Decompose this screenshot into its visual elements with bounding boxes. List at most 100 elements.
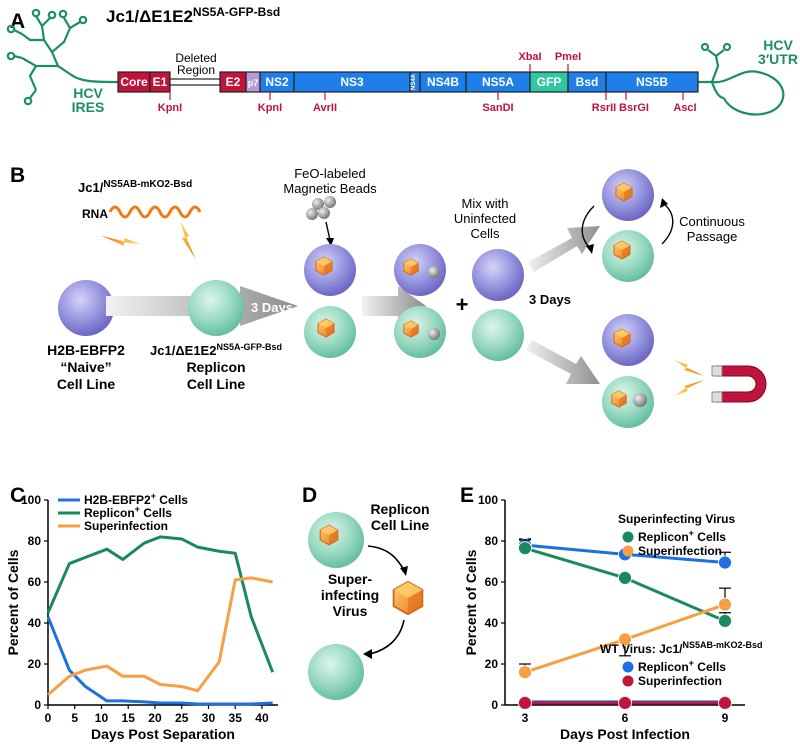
lightning-bolt-icon bbox=[674, 380, 704, 396]
passage-arrow bbox=[661, 203, 674, 245]
restriction-sites bbox=[169, 64, 684, 100]
arrowhead bbox=[660, 198, 668, 208]
bead-icon bbox=[428, 266, 440, 278]
legend-marker-4 bbox=[622, 675, 634, 687]
site-bsrgi: BsrGI bbox=[619, 102, 649, 114]
data-point bbox=[718, 614, 732, 628]
naive-cell bbox=[58, 280, 114, 336]
arrow bbox=[367, 545, 405, 571]
x-tick-label: 25 bbox=[175, 711, 189, 725]
panel-d-letter: D bbox=[302, 484, 317, 507]
arrow-down-right bbox=[526, 340, 600, 384]
uninfected-naive-cell bbox=[472, 249, 524, 301]
panel-e-letter: E bbox=[460, 484, 474, 507]
replicon-label-2: Replicon bbox=[186, 359, 245, 375]
site-sandi: SanDI bbox=[482, 102, 513, 114]
legend-label-1: Replicon+ Cells bbox=[84, 504, 172, 520]
x-tick-label: 35 bbox=[229, 711, 243, 725]
replicon-label-2: Cell Line bbox=[371, 517, 430, 533]
virus-icon bbox=[403, 320, 419, 338]
x-tick-label: 0 bbox=[45, 711, 52, 725]
x-axis-label: Days Post Infection bbox=[560, 726, 690, 742]
site-avrii: AvrII bbox=[313, 102, 337, 114]
virus-label-1: Super- bbox=[328, 571, 373, 587]
x-tick-label: 30 bbox=[202, 711, 216, 725]
arrowhead bbox=[400, 566, 408, 576]
data-point bbox=[718, 696, 732, 710]
naive-label-2: “Naive” bbox=[60, 359, 111, 375]
virus-icon bbox=[615, 182, 633, 202]
x-tick-label: 40 bbox=[255, 711, 269, 725]
legend-label-0: H2B-EBFP2+ Cells bbox=[84, 491, 188, 507]
y-tick-label: 100 bbox=[478, 493, 498, 507]
utr-label-1: HCV bbox=[763, 37, 793, 53]
site-asci: AscI bbox=[673, 102, 696, 114]
lightning-bolt-icon bbox=[674, 360, 704, 376]
plus-sign: + bbox=[456, 292, 469, 317]
data-point bbox=[618, 696, 632, 710]
virus-icon bbox=[611, 390, 627, 408]
y-axis-label: Percent of Cells bbox=[5, 549, 21, 655]
rna-label: RNA bbox=[82, 207, 108, 221]
lightning-bolt-icon bbox=[168, 221, 208, 259]
legend-label-4: Superinfection bbox=[638, 674, 722, 688]
y-tick-label: 40 bbox=[485, 616, 499, 630]
data-point bbox=[618, 632, 632, 647]
beads-label-1: FeO-labeled bbox=[294, 166, 366, 181]
arrowhead bbox=[326, 238, 334, 246]
bead-icon bbox=[428, 328, 440, 340]
bead-icon bbox=[633, 393, 647, 407]
legend-label-1: Replicon+ Cells bbox=[638, 528, 726, 544]
x-tick-label: 3 bbox=[522, 711, 529, 725]
panel-b-letter: B bbox=[10, 164, 25, 187]
panel-d: D Replicon Cell Line Super- infecting Vi… bbox=[302, 484, 430, 700]
virus-icon bbox=[319, 524, 339, 546]
panel-a: A Jc1/ΔE1E2NS5A-GFP-Bsd HCV IRES bbox=[6, 5, 798, 116]
seg-core: Core bbox=[120, 75, 148, 89]
virus-label-2: infecting bbox=[321, 587, 379, 603]
virus-icon bbox=[403, 258, 419, 276]
panel-c-letter: C bbox=[10, 484, 25, 507]
superinfecting-virus-icon bbox=[392, 580, 424, 616]
replicon-label-1: Replicon bbox=[370, 501, 429, 517]
legend-marker-3 bbox=[622, 661, 634, 673]
y-tick-label: 20 bbox=[485, 657, 499, 671]
panel-a-letter: A bbox=[10, 10, 25, 33]
replicon-label-3: Cell Line bbox=[187, 376, 246, 392]
arrowhead bbox=[363, 649, 372, 659]
arrowhead bbox=[586, 244, 594, 254]
virus-icon bbox=[315, 256, 333, 276]
seg-ns4a: NS4A bbox=[411, 73, 417, 90]
data-point bbox=[618, 571, 632, 585]
replicon-cell bbox=[188, 280, 244, 336]
series-line-2 bbox=[47, 576, 273, 696]
y-axis-label: Percent of Cells bbox=[463, 549, 479, 655]
construct-title: Jc1/ΔE1E2NS5A-GFP-Bsd bbox=[106, 5, 280, 26]
legend-marker-1 bbox=[622, 531, 634, 543]
y-tick-label: 40 bbox=[28, 616, 42, 630]
x-tick-label: 20 bbox=[148, 711, 162, 725]
virus-icon bbox=[613, 240, 631, 260]
uninfected-replicon-cell bbox=[472, 309, 524, 361]
seg-ns2: NS2 bbox=[265, 75, 289, 89]
arrow-down bbox=[325, 221, 331, 241]
data-point bbox=[718, 555, 732, 570]
superinfected-cell bbox=[308, 644, 364, 700]
y-tick-label: 0 bbox=[491, 698, 498, 712]
seg-gfp: GFP bbox=[537, 75, 562, 89]
ires-label-2: IRES bbox=[72, 99, 105, 115]
passage-arrow bbox=[581, 205, 595, 249]
legend-group-2: WT Virus: Jc1/NS5AB-mKO2-Bsd bbox=[600, 640, 763, 656]
y-tick-label: 60 bbox=[485, 575, 499, 589]
data-point bbox=[518, 665, 532, 680]
legend-group-1: Superinfecting Virus bbox=[618, 512, 735, 526]
beads-label-2: Magnetic Beads bbox=[283, 181, 377, 196]
y-tick-label: 80 bbox=[28, 534, 42, 548]
x-tick-label: 10 bbox=[95, 711, 109, 725]
seg-bsd: Bsd bbox=[576, 75, 599, 89]
series-line-0 bbox=[46, 616, 273, 706]
